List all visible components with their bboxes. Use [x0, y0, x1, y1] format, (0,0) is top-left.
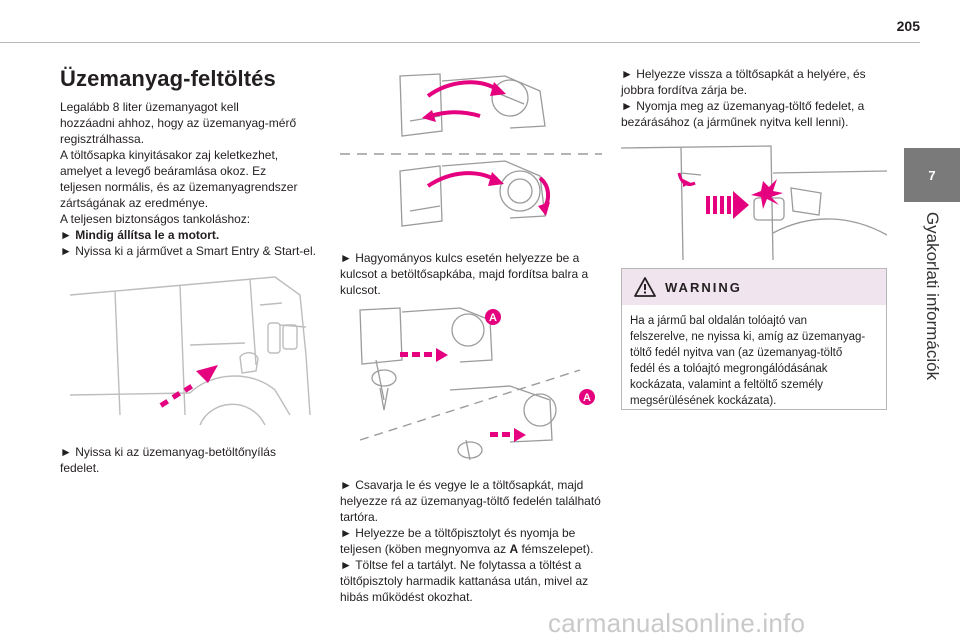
- text-line: amelyet a levegő beáramlása okoz. Ez: [60, 164, 267, 178]
- text-line: töltőpisztoly harmadik kattanása után, m…: [340, 574, 589, 588]
- col2-bullet1: Hagyományos kulcs esetén helyezze be a k…: [340, 250, 605, 298]
- warning-triangle-icon: [634, 277, 656, 297]
- close-flap-illustration: [621, 145, 887, 260]
- text-line: A teljesen biztonságos tankoláshoz:: [60, 212, 251, 226]
- key-cap-unlock-illustration: [340, 73, 602, 227]
- warning-text: Ha a jármű bal oldalán tolóajtó van fels…: [622, 305, 886, 409]
- text-line: megsérülésének kockázata).: [630, 395, 777, 407]
- col1-bullet3: Nyissa ki az üzemanyag-betöltőnyílás fed…: [60, 444, 330, 476]
- text-line: Ha a jármű bal oldalán tolóajtó van: [630, 315, 808, 327]
- column-1: Üzemanyag-feltöltés Legalább 8 liter üze…: [60, 66, 330, 259]
- watermark: carmanualsonline.info: [548, 608, 806, 638]
- bullet-item: Töltse fel a tartályt. Ne folytassa a tö…: [340, 557, 605, 573]
- chapter-title-text: Gyakorlati információk: [923, 211, 943, 381]
- page-number: 205: [896, 18, 920, 34]
- callout-label-a: A: [583, 392, 591, 404]
- text-line: jobbra fordítva zárja be.: [621, 83, 748, 97]
- col2-bullets-2-4: Csavarja le és vegye le a töltősapkát, m…: [340, 477, 605, 605]
- text-line: hozzáadni ahhoz, hogy az üzemanyag-mérő: [60, 116, 297, 130]
- text-line: kulcsot.: [340, 283, 381, 297]
- text-line: zártságának az eredménye.: [60, 196, 209, 210]
- bullet-bold-text: Mindig állítsa le a motort.: [75, 228, 220, 242]
- text-line: tartóra.: [340, 510, 379, 524]
- van-fuel-flap-illustration: [69, 276, 311, 426]
- warning-title: WARNING: [665, 279, 742, 295]
- text-line: bezárásához (a járműnek nyitva kell lenn…: [621, 115, 849, 129]
- bullet-item: Nyomja meg az üzemanyag-töltő fedelet, a: [621, 98, 888, 114]
- text-line: teljesen (köben megnyomva az A fémszelep…: [340, 541, 605, 557]
- text-line: kockázata, valamint a feltöltő személy: [630, 379, 824, 391]
- cap-removal-illustration: A A: [359, 307, 595, 461]
- text-span: teljesen (köben megnyomva az: [340, 542, 510, 556]
- bullet-item: Helyezze be a töltőpisztolyt és nyomja b…: [340, 525, 605, 541]
- text-line: helyezze rá az üzemanyag-töltő fedelén t…: [340, 494, 601, 508]
- chapter-tab-title: Gyakorlati információk: [904, 206, 960, 386]
- bullet-item: Mindig állítsa le a motort.: [60, 227, 330, 243]
- warning-box: WARNING Ha a jármű bal oldalán tolóajtó …: [621, 268, 887, 410]
- text-line: töltő fedél nyitva van (az üzemanyag-töl…: [630, 347, 843, 359]
- intro-text: Legalább 8 liter üzemanyagot kell hozzáa…: [60, 99, 330, 259]
- text-line: kulcsot a betöltősapkába, majd fordítsa …: [340, 267, 589, 281]
- text-line: regisztrálhassa.: [60, 132, 145, 146]
- text-line: felszerelve, ne nyissa ki, amíg az üzema…: [630, 331, 866, 343]
- callout-label-a: A: [489, 312, 497, 324]
- bullet-item: Hagyományos kulcs esetén helyezze be a: [340, 250, 605, 266]
- col3-bullets: Helyezze vissza a töltősapkát a helyére,…: [621, 66, 888, 130]
- text-line: fedelet.: [60, 461, 100, 475]
- text-line: A töltősapka kinyitásakor zaj keletkezhe…: [60, 148, 279, 162]
- header-divider: [0, 42, 920, 43]
- section-title: Üzemanyag-feltöltés: [60, 66, 276, 91]
- text-line: teljesen normális, és az üzemanyagrendsz…: [60, 180, 298, 194]
- text-line: fedél és a tolóajtó megrongálódásának: [630, 363, 828, 375]
- bullet-item: Csavarja le és vegye le a töltősapkát, m…: [340, 477, 605, 493]
- bullet-item: Helyezze vissza a töltősapkát a helyére,…: [621, 66, 888, 82]
- chapter-tab-number: 7: [904, 148, 960, 202]
- warning-header: WARNING: [622, 269, 886, 305]
- column-3: Helyezze vissza a töltősapkát a helyére,…: [621, 66, 888, 130]
- valve-label: A: [509, 542, 519, 556]
- bullet-item: Nyissa ki a járművet a Smart Entry & Sta…: [60, 243, 330, 259]
- text-line: hibás működést okozhat.: [340, 590, 473, 604]
- text-span: fémszelepet).: [518, 542, 594, 556]
- bullet-item: Nyissa ki az üzemanyag-betöltőnyílás: [60, 444, 330, 460]
- text-line: Legalább 8 liter üzemanyagot kell: [60, 100, 239, 114]
